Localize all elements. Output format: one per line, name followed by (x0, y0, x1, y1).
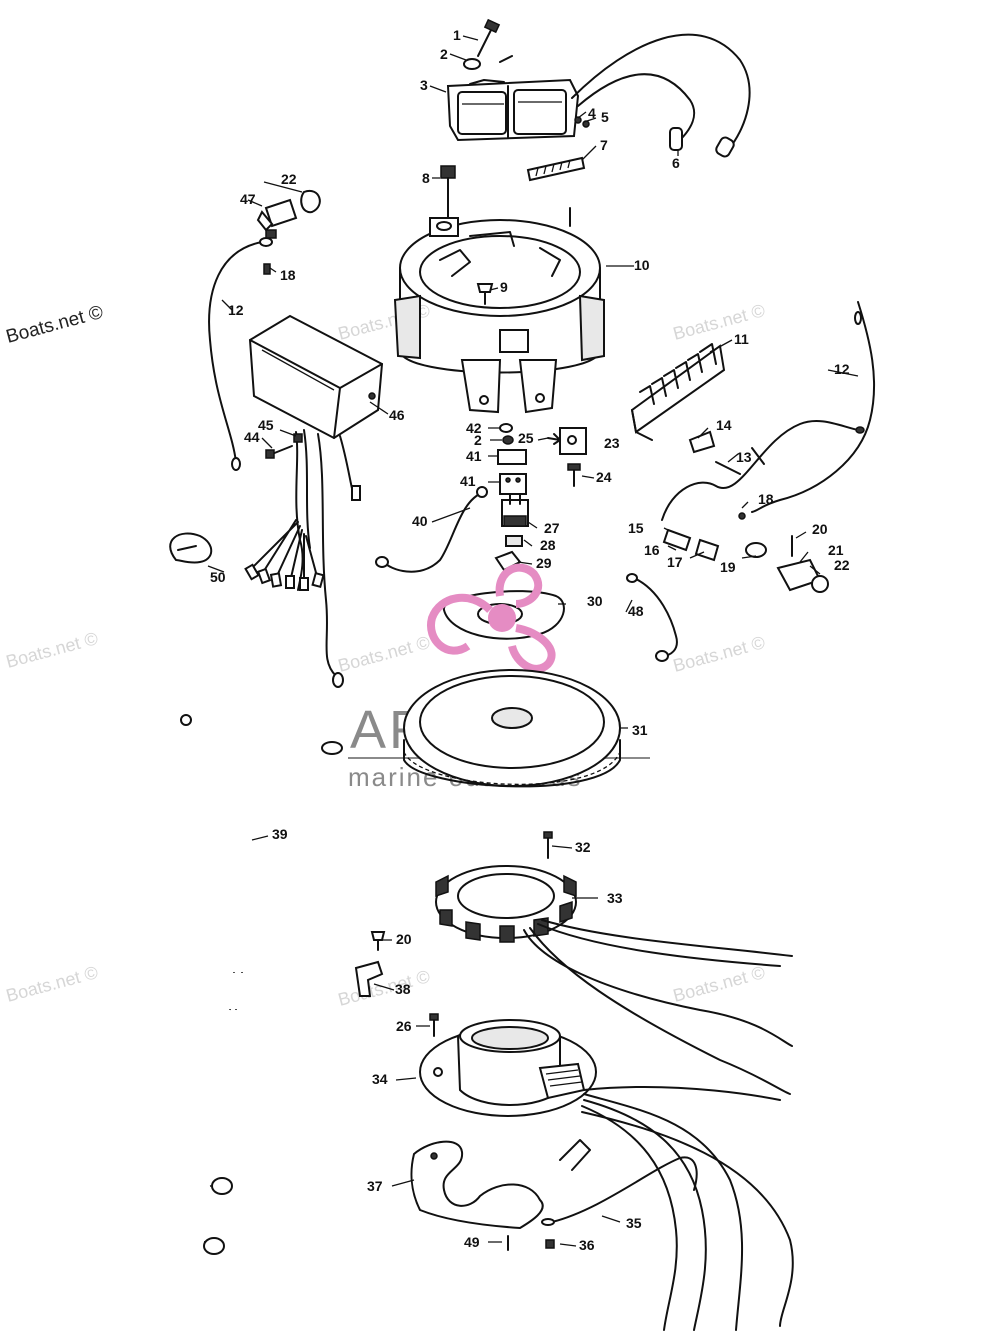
part-label-21: 21 (828, 542, 844, 558)
center-stack (494, 423, 587, 572)
connector-47 (256, 189, 321, 275)
watermark-boats-net: Boats.net © (671, 300, 767, 344)
part-label-32: 32 (575, 839, 591, 855)
part-label-36: 36 (579, 1237, 595, 1253)
part-label-4: 4 (588, 105, 596, 121)
part-label-23: 23 (604, 435, 620, 451)
part-label-25: 25 (518, 430, 534, 446)
part-label-37: 37 (367, 1178, 383, 1194)
part-label-28: 28 (540, 537, 556, 553)
part-label-27: 27 (544, 520, 560, 536)
part-label-3: 3 (420, 77, 428, 93)
part-label-35: 35 (626, 1215, 642, 1231)
part-label-44: 44 (244, 429, 260, 445)
armature-plate-10 (393, 207, 605, 414)
part-label-34: 34 (372, 1071, 388, 1087)
part-label-6: 6 (672, 155, 680, 171)
ignition-coil-assembly (446, 18, 751, 182)
part-label-39: 39 (272, 826, 288, 842)
watermark-boats-net: Boats.net © (336, 966, 432, 1010)
part-label-18-left: 18 (280, 267, 296, 283)
watermark-boats-net: Boats.net © (671, 962, 767, 1006)
part-label-38: 38 (395, 981, 411, 997)
part-label-30: 30 (587, 593, 603, 609)
part-label-40: 40 (412, 513, 428, 529)
watermark-boats-net: Boats.net © (4, 628, 100, 672)
part-label-2-center: 2 (474, 432, 482, 448)
part-label-45: 45 (258, 417, 274, 433)
part-label-8: 8 (422, 170, 430, 186)
watermark-boats-net-main: Boats.net © (4, 302, 106, 348)
part-label-11: 11 (734, 331, 749, 347)
watermark-boats-net: Boats.net © (4, 962, 100, 1006)
part-label-5: 5 (601, 109, 609, 125)
part-label-12-right: 12 (834, 361, 850, 377)
part-label-13: 13 (736, 449, 752, 465)
part-label-2: 2 (440, 46, 448, 62)
part-label-41-top: 41 (466, 448, 482, 464)
part-label-49: 49 (464, 1234, 480, 1250)
part-label-33: 33 (607, 890, 623, 906)
part-label-50: 50 (210, 569, 226, 585)
cover-37 (410, 1139, 698, 1251)
part-label-19: 19 (720, 559, 736, 575)
leader-lines (207, 35, 859, 1247)
part-label-14: 14 (716, 417, 732, 433)
part-label-20-top: 20 (812, 521, 828, 537)
part-label-20-bottom: 20 (396, 931, 412, 947)
part-label-46: 46 (389, 407, 405, 423)
rectifier-11 (630, 343, 726, 441)
wire-48 (626, 573, 678, 662)
part-label-12-left: 12 (228, 302, 244, 318)
power-pack-46 (244, 314, 384, 688)
stator-33 (435, 831, 793, 1095)
watermark-boats-net: Boats.net © (671, 632, 767, 676)
part-label-42: 42 (466, 420, 482, 436)
part-label-17: 17 (667, 554, 683, 570)
battery-cable-39 (121, 714, 343, 1255)
part-label-22-right: 22 (834, 557, 850, 573)
part-label-1: 1 (453, 27, 461, 43)
bolt-8 (440, 165, 456, 219)
bracket-38 (354, 931, 386, 997)
cable-tie-50 (169, 532, 213, 564)
watermark-boats-net: Boats.net © (336, 632, 432, 676)
part-label-48: 48 (628, 603, 644, 619)
flywheel-31 (403, 669, 621, 788)
wire-40 (375, 486, 488, 573)
part-label-29: 29 (536, 555, 552, 571)
part-label-22-top: 22 (281, 171, 297, 187)
part-label-9: 9 (500, 279, 508, 295)
wire-12-left (208, 237, 273, 471)
part-label-41-bottom: 41 (460, 473, 476, 489)
part-label-47: 47 (240, 191, 256, 207)
part-label-15: 15 (628, 520, 644, 536)
part-label-18-right: 18 (758, 491, 774, 507)
part-label-24: 24 (596, 469, 612, 485)
part-label-31: 31 (632, 722, 648, 738)
part-labels: 1 2 3 4 5 6 7 8 9 10 11 12 12 13 14 15 1… (210, 27, 850, 1253)
part-label-10: 10 (634, 257, 650, 273)
trigger-base-34 (419, 1013, 794, 1331)
part-label-16: 16 (644, 542, 660, 558)
part-label-26: 26 (396, 1018, 412, 1034)
part-label-7: 7 (600, 137, 608, 153)
right-wiring-group (661, 301, 876, 593)
